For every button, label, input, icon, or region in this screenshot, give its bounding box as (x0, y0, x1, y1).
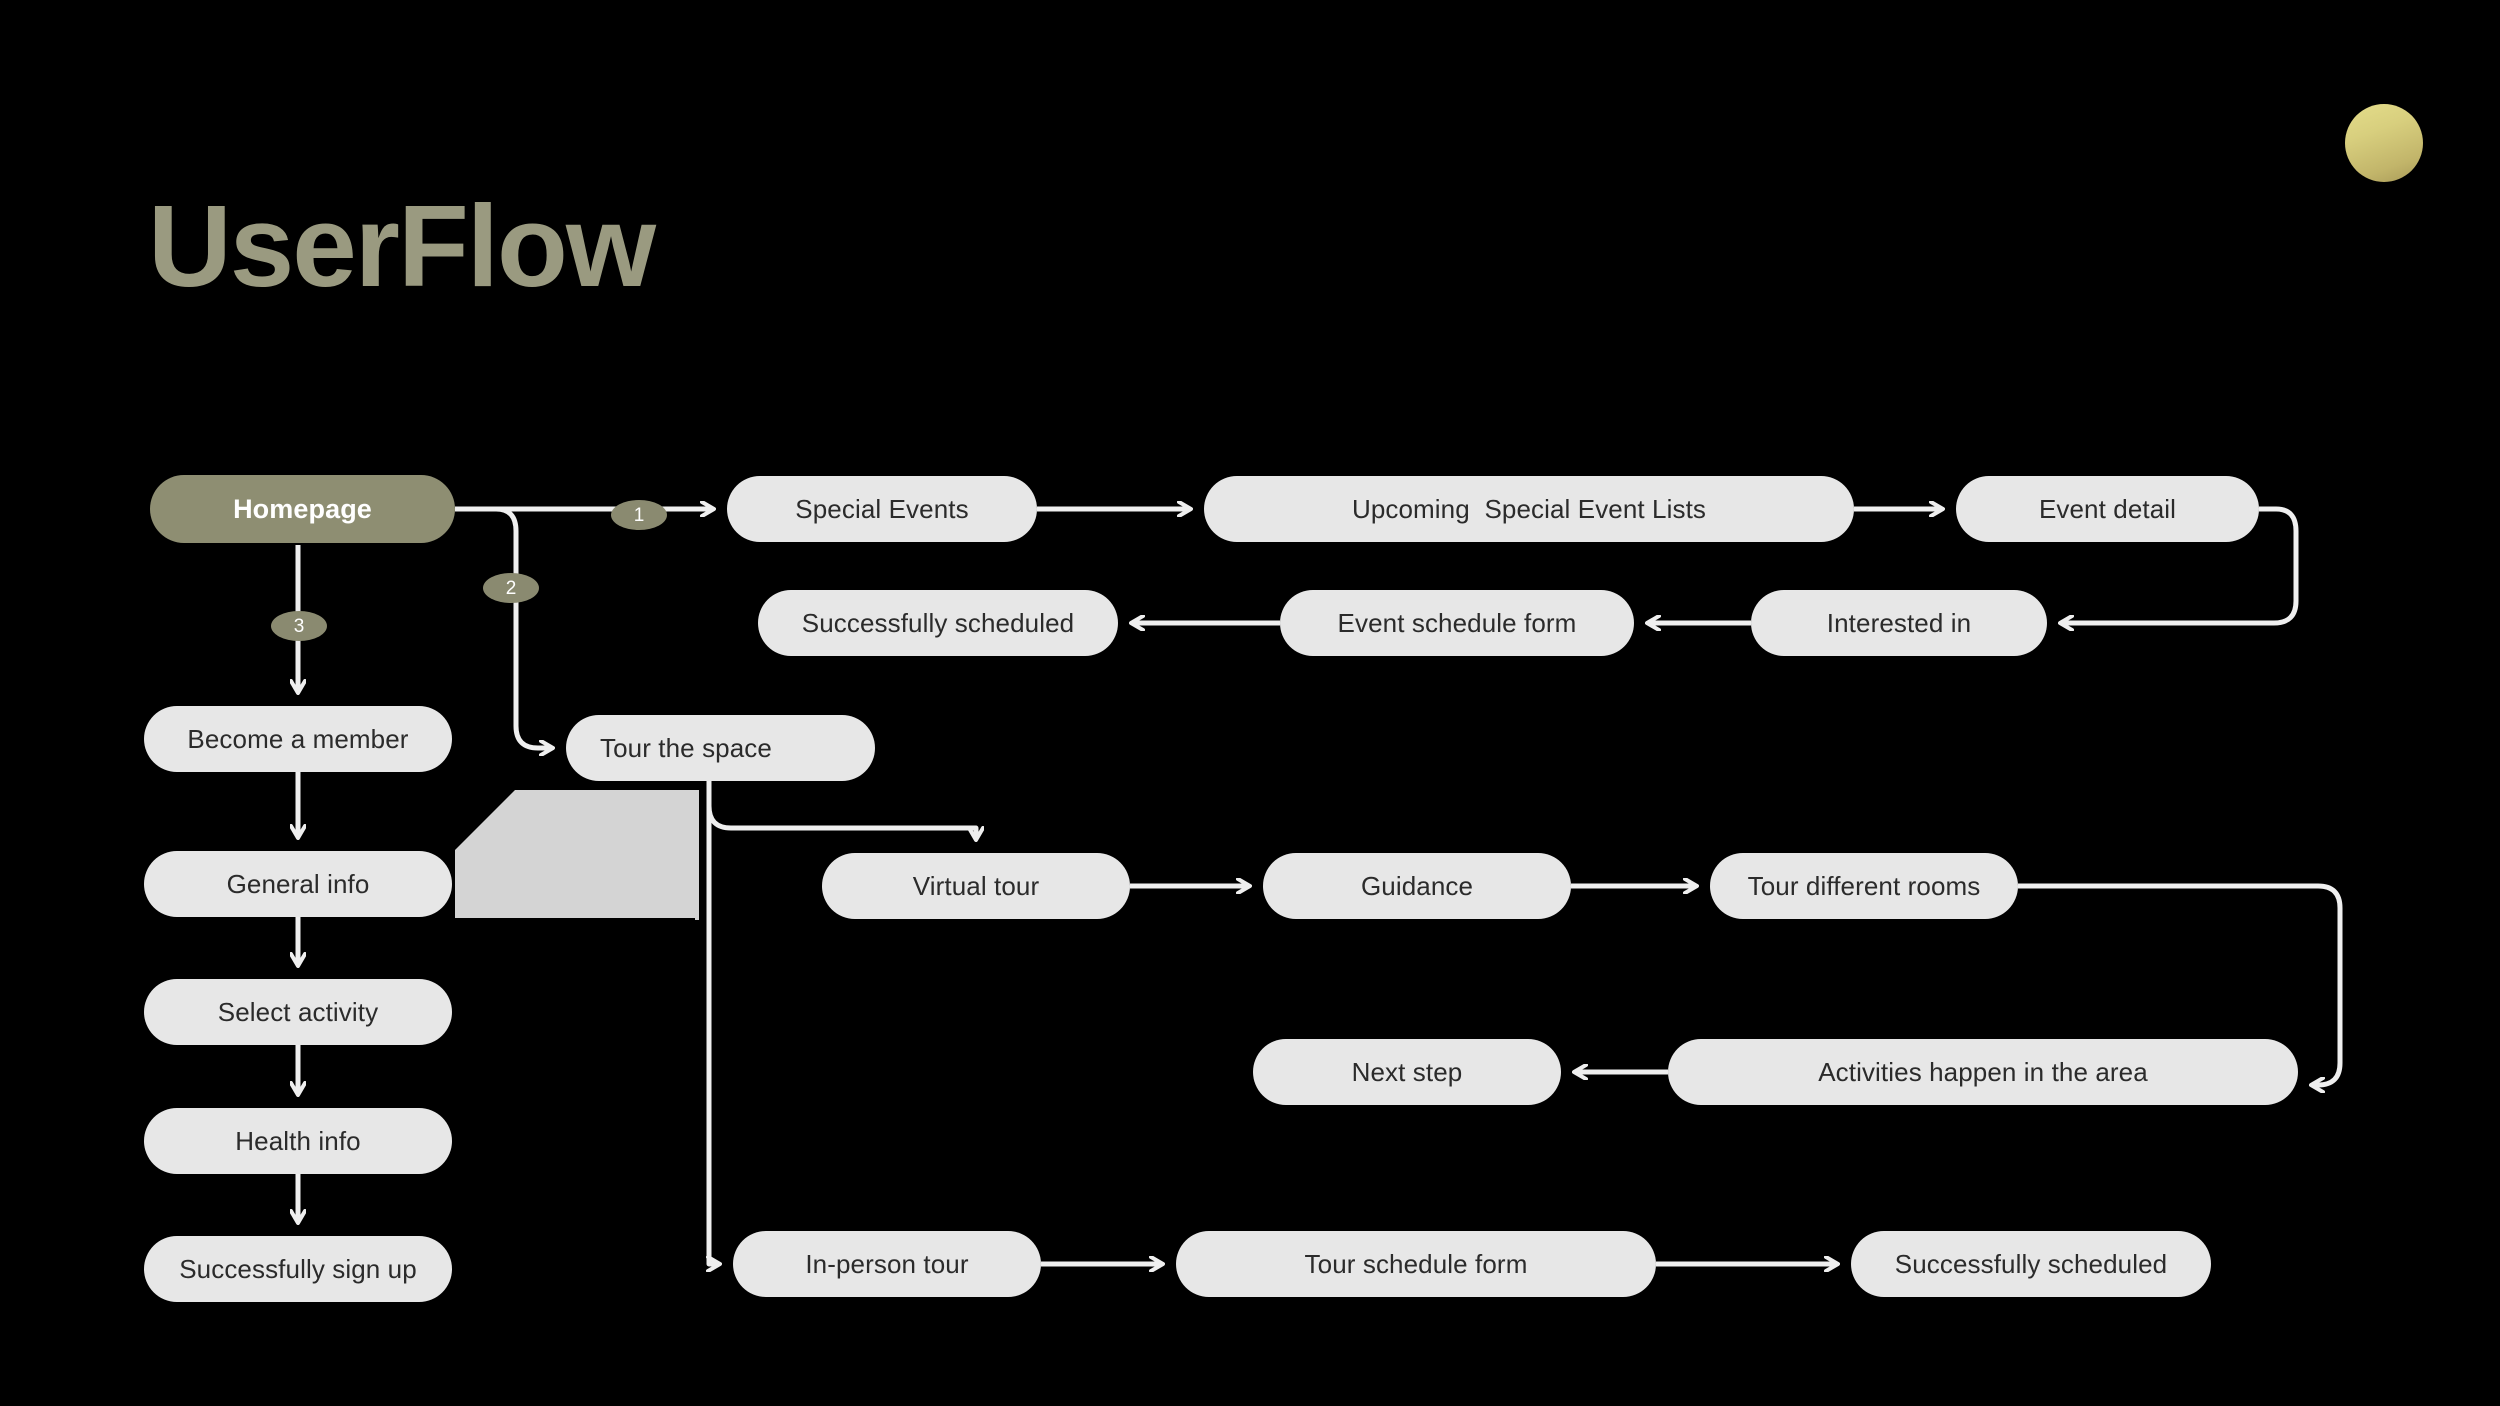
node-general-info[interactable]: General info (144, 851, 452, 917)
page-title: UserFlow (148, 181, 656, 311)
edge-badge-3: 3 (271, 611, 327, 641)
node-special-events[interactable]: Special Events (727, 476, 1037, 542)
node-upcoming-special-event-lists[interactable]: Upcoming Special Event Lists (1204, 476, 1854, 542)
node-event-schedule-form[interactable]: Event schedule form (1280, 590, 1634, 656)
node-guidance[interactable]: Guidance (1263, 853, 1571, 919)
node-tour-different-rooms[interactable]: Tour different rooms (1710, 853, 2018, 919)
node-virtual-tour[interactable]: Virtual tour (822, 853, 1130, 919)
node-in-person-tour[interactable]: In-person tour (733, 1231, 1041, 1297)
edge-tour-the-space-in-person-tour (709, 1240, 719, 1264)
edge-homepage-tour-the-space (455, 506, 552, 748)
node-successfully-scheduled-bottom[interactable]: Successfully scheduled (1851, 1231, 2211, 1297)
edge-event-detail-interested-in (2061, 506, 2299, 623)
edge-badge-2: 2 (483, 573, 539, 603)
node-tour-schedule-form[interactable]: Tour schedule form (1176, 1231, 1656, 1297)
node-successfully-scheduled-top[interactable]: Successfully scheduled (758, 590, 1118, 656)
edge-tour-the-space-virtual-tour (706, 781, 976, 839)
accent-dot-icon (2345, 104, 2423, 182)
node-select-activity[interactable]: Select activity (144, 979, 452, 1045)
node-successfully-sign-up[interactable]: Successfully sign up (144, 1236, 452, 1302)
node-event-detail[interactable]: Event detail (1956, 476, 2259, 542)
edge-tour-different-rooms-activities-in-area (2018, 883, 2343, 1085)
node-interested-in[interactable]: Interested in (1751, 590, 2047, 656)
node-health-info[interactable]: Health info (144, 1108, 452, 1174)
node-tour-the-space[interactable]: Tour the space (566, 715, 875, 781)
edge-badge-1: 1 (611, 500, 667, 530)
node-homepage[interactable]: Homepage (150, 475, 455, 543)
node-activities-happen-in-the-area[interactable]: Activities happen in the area (1668, 1039, 2298, 1105)
node-become-a-member[interactable]: Become a member (144, 706, 452, 772)
node-next-step[interactable]: Next step (1253, 1039, 1561, 1105)
